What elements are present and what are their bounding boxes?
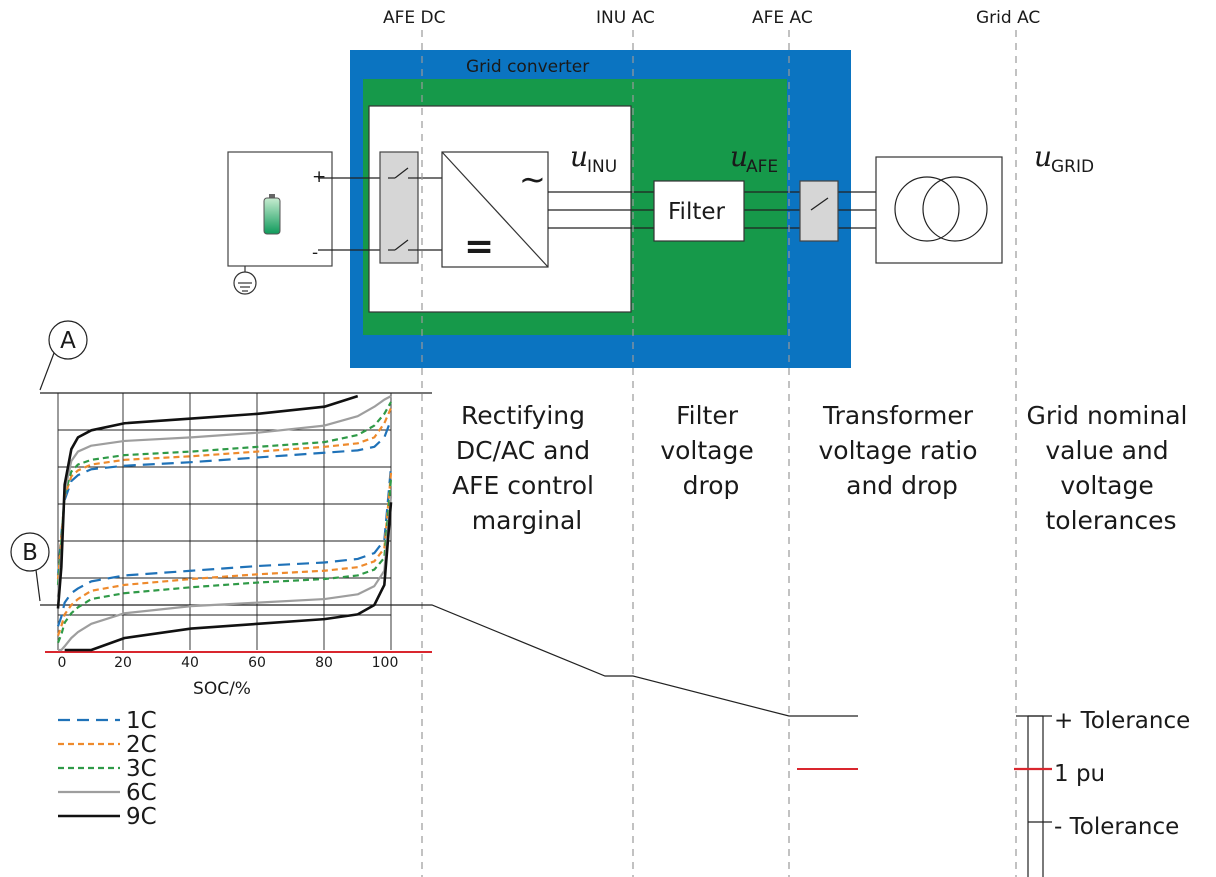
series-2c-discharge-line [56,472,393,637]
column-header-afe-ac: AFE AC [752,8,813,28]
legend-label-3c: 3C [126,756,157,782]
legend-label-2c: 2C [126,732,157,758]
svg-text:u: u [1034,140,1052,173]
ac-symbol: ~ [519,160,546,198]
callout-a: A [39,320,88,391]
series-1c-charge-line [56,419,393,576]
svg-text:u: u [570,140,588,173]
voltage-drop-path [40,604,858,717]
legend-label-1c: 1C [126,708,157,734]
legend-label-9c: 9C [126,804,157,830]
stage-rectify: Rectifying DC/AC and AFE control margina… [452,401,602,535]
chart-x-tick-label: 0 [58,655,67,671]
svg-text:GRID: GRID [1051,157,1094,177]
svg-text:AFE: AFE [746,157,778,177]
svg-text:B: B [22,540,38,566]
transformer-icon [894,176,988,242]
ac-breaker [799,180,839,242]
dc-plus-sign: + [312,167,326,187]
stage-transformer: Transformer voltage ratio and drop [819,401,986,500]
chart-grid [57,393,392,650]
chart-series [56,394,393,652]
tolerance-nominal-label: 1 pu [1054,761,1105,787]
voltage-label-afe: u AFE [730,140,778,177]
svg-text:A: A [60,328,76,354]
stage-filter: Filter voltage drop [660,401,761,500]
chart-x-tick-label: 20 [114,655,132,671]
dc-breaker [379,151,419,264]
tolerance-minus-label: - Tolerance [1054,814,1179,840]
legend-label-6c: 6C [126,780,157,806]
converter-title: Grid converter [466,57,589,77]
battery-voltage-chart: 0 20 40 60 80 100 SOC/% [56,393,399,699]
column-header-afe-dc: AFE DC [383,8,446,28]
series-6c-discharge-line [58,496,393,652]
grid-converter: Grid converter [350,50,851,368]
chart-x-tick-label: 40 [181,655,199,671]
grid-tolerance-bracket [1016,715,1052,877]
chart-x-axis-label: SOC/% [193,679,251,699]
battery-unit: + - [227,151,333,295]
column-header-grid-ac: Grid AC [976,8,1040,28]
filter-block: Filter [653,180,745,242]
voltage-label-grid: u GRID [1034,140,1094,177]
series-9c-discharge-line [64,502,393,652]
series-3c-discharge-line [56,478,393,644]
battery-icon [263,194,281,235]
series-1c-discharge-line [56,466,393,627]
ground-icon [233,266,257,295]
transformer-block [875,156,1003,264]
series-3c-charge-line [56,401,392,585]
dc-symbol: = [464,226,494,267]
tolerance-plus-label: + Tolerance [1054,708,1190,734]
svg-text:INU: INU [587,157,617,177]
svg-text:u: u [730,140,748,173]
column-header-inu-ac: INU AC [596,8,655,28]
column-separators [421,30,1017,877]
dc-minus-sign: - [312,243,318,263]
inverter-block: ~ = [441,151,549,268]
stage-grid: Grid nominal value and voltage tolerance… [1027,401,1196,535]
filter-label: Filter [668,199,726,225]
chart-x-tick-label: 80 [315,655,333,671]
callout-b: B [10,532,50,602]
chart-x-ticks: 0 20 40 60 80 100 [58,655,399,671]
voltage-label-inu: u INU [570,140,617,177]
chart-x-tick-label: 60 [248,655,266,671]
series-2c-charge-line [56,407,393,580]
chart-x-tick-label: 100 [372,655,399,671]
series-9c-charge-line [56,394,359,609]
